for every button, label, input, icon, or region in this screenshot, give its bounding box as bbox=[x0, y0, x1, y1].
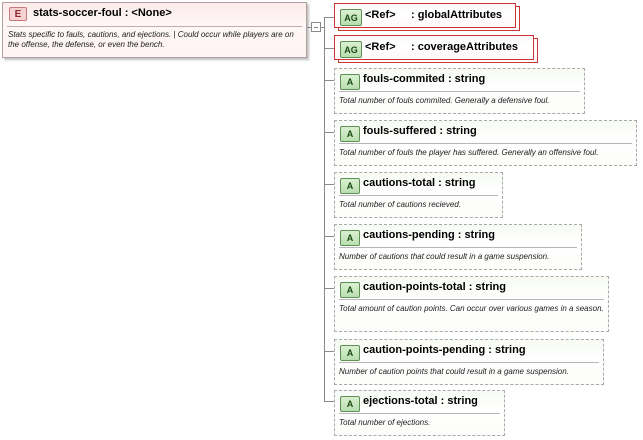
connector-branch bbox=[324, 288, 334, 289]
attribute-title: ejections-total : string bbox=[363, 395, 478, 407]
attribute-documentation: Total number of cautions recieved. bbox=[339, 200, 461, 209]
attribute-fouls-suffered[interactable]: A fouls-suffered : string Total number o… bbox=[334, 120, 637, 166]
ref-label: <Ref> bbox=[365, 9, 396, 21]
element-title: stats-soccer-foul : <None> bbox=[33, 7, 172, 19]
connector-branch bbox=[324, 351, 334, 352]
attribute-icon: A bbox=[340, 178, 360, 194]
attribute-icon: A bbox=[340, 345, 360, 361]
connector-line bbox=[307, 27, 311, 28]
connector-branch bbox=[324, 401, 334, 402]
attribute-group-name: : coverageAttributes bbox=[411, 41, 518, 53]
attribute-icon: A bbox=[340, 282, 360, 298]
attribute-documentation: Total number of fouls commited. Generall… bbox=[339, 96, 550, 105]
connector-branch bbox=[324, 48, 334, 49]
connector-branch bbox=[324, 132, 334, 133]
attribute-title: caution-points-total : string bbox=[363, 281, 506, 293]
attribute-divider bbox=[339, 91, 580, 92]
connector-branch bbox=[324, 17, 334, 18]
attribute-divider bbox=[339, 195, 498, 196]
attribute-divider bbox=[339, 247, 577, 248]
attribute-ejections-total[interactable]: A ejections-total : string Total number … bbox=[334, 390, 505, 436]
attribute-title: cautions-pending : string bbox=[363, 229, 495, 241]
attribute-documentation: Total amount of caution points. Can occu… bbox=[339, 304, 604, 313]
element-documentation: Stats specific to fauls, cautions, and e… bbox=[8, 30, 294, 49]
ref-label: <Ref> bbox=[365, 41, 396, 53]
attribute-title: cautions-total : string bbox=[363, 177, 476, 189]
attribute-icon: A bbox=[340, 396, 360, 412]
attribute-documentation: Total number of fouls the player has suf… bbox=[339, 148, 599, 157]
attribute-group-label: <Ref> : coverageAttributes bbox=[365, 41, 518, 53]
connector-line bbox=[321, 27, 325, 28]
attribute-group-icon: AG bbox=[340, 41, 362, 58]
attribute-icon: A bbox=[340, 230, 360, 246]
attribute-caution-points-pending[interactable]: A caution-points-pending : string Number… bbox=[334, 339, 604, 385]
connector-trunk bbox=[324, 17, 325, 401]
attribute-title: caution-points-pending : string bbox=[363, 344, 526, 356]
attribute-documentation: Number of cautions that could result in … bbox=[339, 252, 550, 261]
attribute-group-icon: AG bbox=[340, 9, 362, 26]
element-divider bbox=[7, 26, 302, 27]
attribute-caution-points-total[interactable]: A caution-points-total : string Total am… bbox=[334, 276, 609, 332]
attribute-icon: A bbox=[340, 74, 360, 90]
attribute-group-global-attributes[interactable]: AG <Ref> : globalAttributes bbox=[334, 3, 516, 28]
element-icon: E bbox=[9, 7, 27, 21]
connector-branch bbox=[324, 80, 334, 81]
attribute-group-coverage-attributes[interactable]: AG <Ref> : coverageAttributes bbox=[334, 35, 534, 60]
attribute-divider bbox=[339, 299, 604, 300]
connector-branch bbox=[324, 184, 334, 185]
attribute-fouls-commited[interactable]: A fouls-commited : string Total number o… bbox=[334, 68, 585, 114]
attribute-divider bbox=[339, 362, 599, 363]
attribute-documentation: Number of caution points that could resu… bbox=[339, 367, 569, 376]
attribute-cautions-pending[interactable]: A cautions-pending : string Number of ca… bbox=[334, 224, 582, 270]
attributes-connector-icon bbox=[311, 22, 321, 32]
attribute-cautions-total[interactable]: A cautions-total : string Total number o… bbox=[334, 172, 503, 218]
attribute-divider bbox=[339, 413, 500, 414]
attribute-documentation: Total number of ejections. bbox=[339, 418, 431, 427]
attribute-divider bbox=[339, 143, 632, 144]
attribute-group-name: : globalAttributes bbox=[411, 9, 503, 21]
element-node-stats-soccer-foul[interactable]: E stats-soccer-foul : <None> Stats speci… bbox=[2, 2, 307, 58]
attribute-icon: A bbox=[340, 126, 360, 142]
attribute-group-label: <Ref> : globalAttributes bbox=[365, 9, 502, 21]
attribute-title: fouls-commited : string bbox=[363, 73, 486, 85]
element-header: E stats-soccer-foul : <None> bbox=[3, 3, 306, 25]
attribute-title: fouls-suffered : string bbox=[363, 125, 477, 137]
connector-branch bbox=[324, 236, 334, 237]
